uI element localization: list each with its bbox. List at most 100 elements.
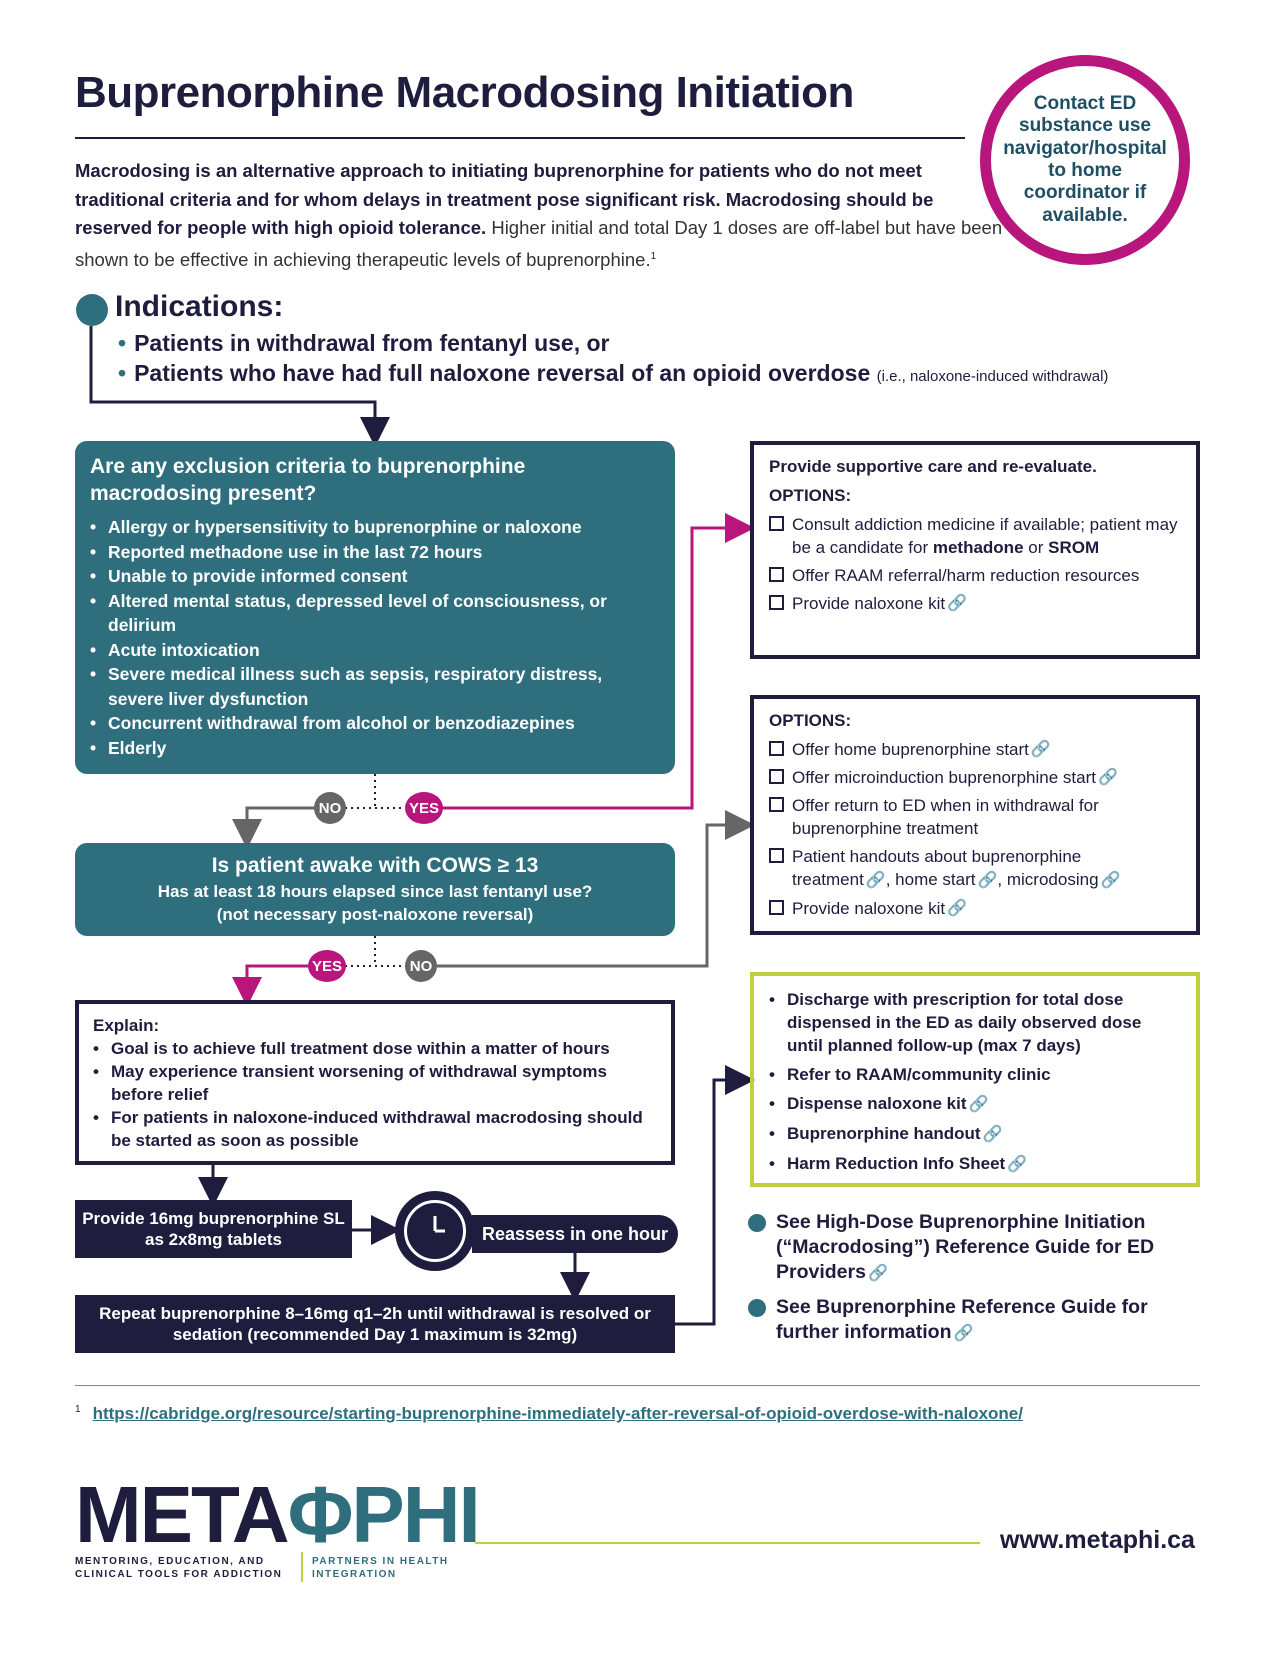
intro-bold: Macrodosing is an alternative approach t…: [75, 160, 934, 238]
checkbox-icon[interactable]: [769, 848, 784, 863]
handout-treatment: Patient handouts about buprenorphine tre…: [792, 847, 1082, 889]
option-handouts[interactable]: Patient handouts about buprenorphine tre…: [769, 845, 1181, 892]
see-also-label: See Buprenorphine Reference Guide for fu…: [776, 1296, 1148, 1343]
indication-item: Patients who have had full naloxone reve…: [118, 358, 1108, 392]
link-icon[interactable]: 🔗: [1030, 741, 1051, 758]
discharge-item: Dispense naloxone kit🔗: [769, 1092, 1181, 1116]
option-naloxone[interactable]: Provide naloxone kit🔗: [769, 592, 1181, 615]
explain-box: Explain: Goal is to achieve full treatme…: [75, 1000, 675, 1165]
exclusion-item: Elderly: [90, 736, 660, 761]
options-box: OPTIONS: Offer home buprenorphine start🔗…: [750, 695, 1200, 935]
indications-title: Indications:: [115, 290, 284, 323]
discharge-text: Harm Reduction Info Sheet: [787, 1154, 1006, 1173]
website-link[interactable]: www.metaphi.ca: [1000, 1526, 1195, 1554]
provide-dose-box: Provide 16mg buprenorphine SL as 2x8mg t…: [75, 1200, 352, 1258]
link-icon[interactable]: 🔗: [865, 872, 886, 889]
metaphi-logo: METAΦPHI: [75, 1475, 481, 1555]
option-return-ed[interactable]: Offer return to ED when in withdrawal fo…: [769, 794, 1181, 840]
explain-item: Goal is to achieve full treatment dose w…: [93, 1037, 657, 1060]
option-text: Consult addiction medicine if available;…: [792, 513, 1181, 559]
exclusion-list: Allergy or hypersensitivity to buprenorp…: [90, 515, 660, 760]
exclusion-item: Concurrent withdrawal from alcohol or be…: [90, 711, 660, 736]
reassess-label: Reassess in one hour: [472, 1215, 678, 1253]
exclusion-item: Unable to provide informed consent: [90, 564, 660, 589]
supportive-intro: Provide supportive care and re-evaluate.: [769, 457, 1097, 476]
explain-title: Explain:: [93, 1016, 160, 1035]
no-label-1: NO: [314, 792, 346, 824]
see-also-text: See Buprenorphine Reference Guide for fu…: [776, 1295, 1198, 1346]
link-icon[interactable]: 🔗: [1007, 1156, 1028, 1173]
explain-item: For patients in naloxone-induced withdra…: [93, 1106, 657, 1152]
indications-list: Patients in withdrawal from fentanyl use…: [118, 328, 1108, 392]
discharge-box: Discharge with prescription for total do…: [750, 972, 1200, 1187]
link-icon[interactable]: 🔗: [947, 595, 968, 612]
option-text: Provide naloxone kit: [792, 899, 946, 918]
repeat-dose-box: Repeat buprenorphine 8–16mg q1–2h until …: [75, 1295, 675, 1353]
indication-text: Patients who have had full naloxone reve…: [134, 360, 871, 386]
bullet-dot: [748, 1214, 766, 1232]
option-text: Offer RAAM referral/harm reduction resou…: [792, 566, 1140, 585]
cows-sub2: (not necessary post-naloxone reversal): [216, 905, 534, 924]
footer-divider: [75, 1385, 1200, 1386]
options-label: OPTIONS:: [769, 711, 852, 730]
option-text: Offer return to ED when in withdrawal fo…: [792, 796, 1099, 838]
yes-label-1: YES: [405, 792, 443, 824]
checkbox-icon[interactable]: [769, 741, 784, 756]
discharge-item: Discharge with prescription for total do…: [769, 988, 1181, 1057]
link-icon[interactable]: 🔗: [953, 1325, 974, 1342]
exclusion-item: Altered mental status, depressed level o…: [90, 589, 660, 638]
link-icon[interactable]: 🔗: [977, 872, 998, 889]
exclusion-item: Allergy or hypersensitivity to buprenorp…: [90, 515, 660, 540]
option-srom: SROM: [1048, 538, 1100, 557]
explain-list: Goal is to achieve full treatment dose w…: [93, 1037, 657, 1152]
see-also-label: See High-Dose Buprenorphine Initiation (…: [776, 1211, 1155, 1283]
contact-circle: Contact ED substance use navigator/hospi…: [980, 55, 1190, 265]
indication-text: Patients in withdrawal from fentanyl use…: [134, 330, 610, 356]
intro-paragraph: Macrodosing is an alternative approach t…: [75, 157, 1005, 274]
handout-home-start: , home start: [885, 870, 976, 889]
handout-microdosing: , microdosing: [997, 870, 1099, 889]
link-icon[interactable]: 🔗: [982, 1126, 1003, 1143]
options-label: OPTIONS:: [769, 486, 852, 505]
option-consult[interactable]: Consult addiction medicine if available;…: [769, 513, 1181, 559]
indications-dot: [76, 294, 108, 326]
supportive-care-box: Provide supportive care and re-evaluate.…: [750, 441, 1200, 659]
checkbox-icon[interactable]: [769, 900, 784, 915]
logo-phi: ΦPHI: [287, 1470, 481, 1559]
option-text: Patient handouts about buprenorphine tre…: [792, 845, 1181, 892]
link-icon[interactable]: 🔗: [947, 900, 968, 917]
exclusion-item: Acute intoxication: [90, 638, 660, 663]
see-also-macrodosing[interactable]: See High-Dose Buprenorphine Initiation (…: [748, 1210, 1198, 1286]
clock-hands: [433, 1216, 445, 1233]
yes-label-2: YES: [308, 950, 346, 982]
footnote-link[interactable]: https://cabridge.org/resource/starting-b…: [92, 1404, 1023, 1423]
option-or: or: [1028, 538, 1044, 557]
link-icon[interactable]: 🔗: [867, 1265, 888, 1282]
checkbox-icon[interactable]: [769, 769, 784, 784]
checkbox-icon[interactable]: [769, 516, 784, 531]
checkbox-icon[interactable]: [769, 595, 784, 610]
checkbox-icon[interactable]: [769, 797, 784, 812]
option-home-start[interactable]: Offer home buprenorphine start🔗: [769, 738, 1181, 761]
link-icon[interactable]: 🔗: [968, 1096, 989, 1113]
exclusion-criteria-box: Are any exclusion criteria to buprenorph…: [75, 441, 675, 774]
checkbox-icon[interactable]: [769, 567, 784, 582]
footer-green-line: [475, 1542, 980, 1544]
link-icon[interactable]: 🔗: [1097, 769, 1118, 786]
option-raam[interactable]: Offer RAAM referral/harm reduction resou…: [769, 564, 1181, 587]
discharge-text: Buprenorphine handout: [787, 1124, 981, 1143]
link-icon[interactable]: 🔗: [1100, 872, 1121, 889]
see-also-reference[interactable]: See Buprenorphine Reference Guide for fu…: [748, 1295, 1198, 1346]
option-microinduction[interactable]: Offer microinduction buprenorphine start…: [769, 766, 1181, 789]
clock-icon: [404, 1200, 466, 1262]
cows-question-box: Is patient awake with COWS ≥ 13 Has at l…: [75, 843, 675, 936]
intro-footnote-mark: 1: [650, 250, 657, 262]
discharge-list: Discharge with prescription for total do…: [769, 988, 1181, 1176]
option-naloxone[interactable]: Provide naloxone kit🔗: [769, 897, 1181, 920]
exclusion-question: Are any exclusion criteria to buprenorph…: [90, 455, 526, 505]
option-text: Offer microinduction buprenorphine start: [792, 768, 1096, 787]
logo-tagline-left: MENTORING, EDUCATION, AND CLINICAL TOOLS…: [75, 1556, 283, 1580]
option-text: Offer home buprenorphine start: [792, 740, 1029, 759]
